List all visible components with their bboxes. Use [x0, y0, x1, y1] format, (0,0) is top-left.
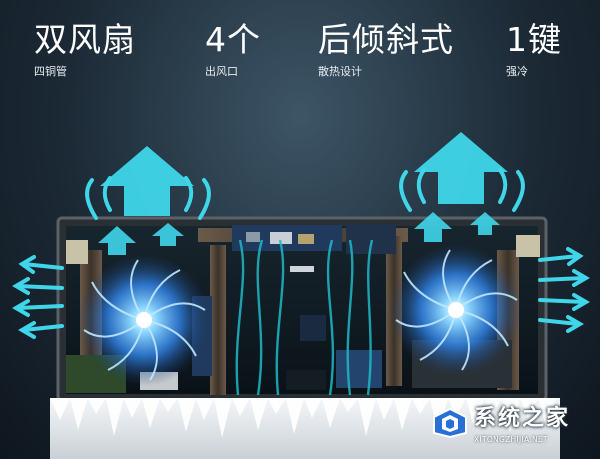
feature-subtitle: 强冷 [506, 65, 528, 78]
airflow-arrow-side-right [538, 247, 590, 333]
feature-title: 4个 [205, 20, 261, 59]
cooling-fan-left [78, 254, 210, 386]
airflow-arrow-up-left-small [98, 226, 136, 255]
feature-title: 双风扇 [34, 20, 136, 59]
watermark-url: XITONGZHIJIA.NET [474, 435, 548, 444]
airflow-arrow-up-left [100, 146, 194, 216]
airflow-arrow-up-left-2 [152, 223, 184, 246]
airflow-arrow-up-right-small [414, 212, 452, 242]
feature-one-key: 1键 强冷 [506, 20, 562, 80]
feature-subtitle: 四铜管 [34, 65, 67, 78]
airflow-arrow-side-left [12, 255, 64, 339]
watermark-logo: 系统之家 XITONGZHIJIA.NET [430, 399, 590, 451]
feature-subtitle: 散热设计 [318, 65, 362, 78]
airflow-wisps [85, 168, 525, 220]
feature-title: 后倾斜式 [318, 20, 454, 59]
feature-vents: 4个 出风口 [205, 20, 261, 80]
feature-banner: 双风扇 四铜管 4个 出风口 后倾斜式 散热设计 1键 强冷 [0, 0, 600, 95]
logo-mark-icon [433, 407, 467, 439]
watermark-name: 系统之家 [474, 406, 571, 431]
feature-dual-fan: 双风扇 四铜管 [34, 20, 136, 80]
feature-subtitle: 出风口 [205, 65, 238, 78]
ice-icicles [50, 398, 560, 459]
airflow-arrow-up-right [414, 132, 508, 204]
feature-title: 1键 [506, 20, 562, 59]
airflow-streams [235, 239, 374, 396]
feature-rear-tilt: 后倾斜式 散热设计 [318, 20, 454, 80]
airflow-arrow-up-right-2 [470, 212, 500, 235]
cooling-fan-right [390, 244, 522, 376]
